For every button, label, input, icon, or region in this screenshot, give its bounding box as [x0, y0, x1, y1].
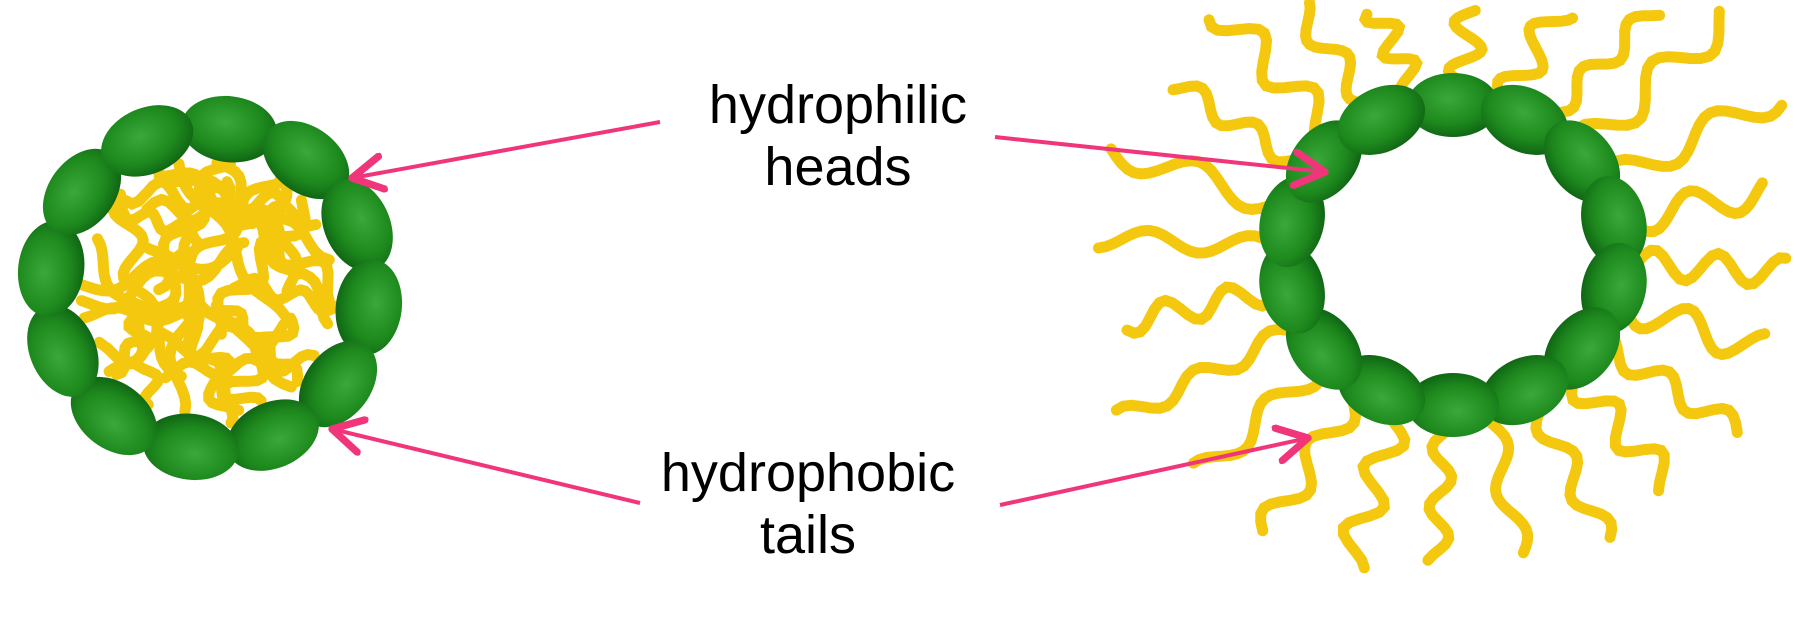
label-line-1: hydrophilic: [668, 74, 1008, 136]
tail: [1365, 14, 1417, 94]
tail: [1638, 250, 1786, 284]
hydrophilic-heads-label: hydrophilic heads: [668, 74, 1008, 198]
reverse-micelle: [1099, 3, 1786, 568]
micelle: [13, 91, 408, 486]
arrow-tails-right: [1000, 438, 1308, 505]
tail: [1099, 230, 1269, 253]
tail: [1173, 86, 1300, 162]
tail: [1344, 414, 1405, 568]
tail: [1635, 183, 1762, 232]
tail: [1490, 422, 1528, 553]
tail: [1536, 404, 1612, 538]
label-line-2: tails: [628, 504, 988, 566]
tail: [1261, 397, 1356, 531]
hydrophobic-tails-label: hydrophobic tails: [628, 442, 988, 566]
arrow-heads-left: [352, 122, 660, 178]
label-line-1: hydrophobic: [628, 442, 988, 504]
label-line-2: heads: [668, 136, 1008, 198]
arrow-tails-left: [332, 429, 640, 503]
hydrophilic-heads-ring: [13, 91, 408, 486]
tail: [1572, 385, 1665, 491]
tail: [1428, 425, 1453, 560]
tail: [1127, 287, 1273, 333]
tail: [1497, 18, 1572, 86]
tail: [1628, 309, 1765, 355]
